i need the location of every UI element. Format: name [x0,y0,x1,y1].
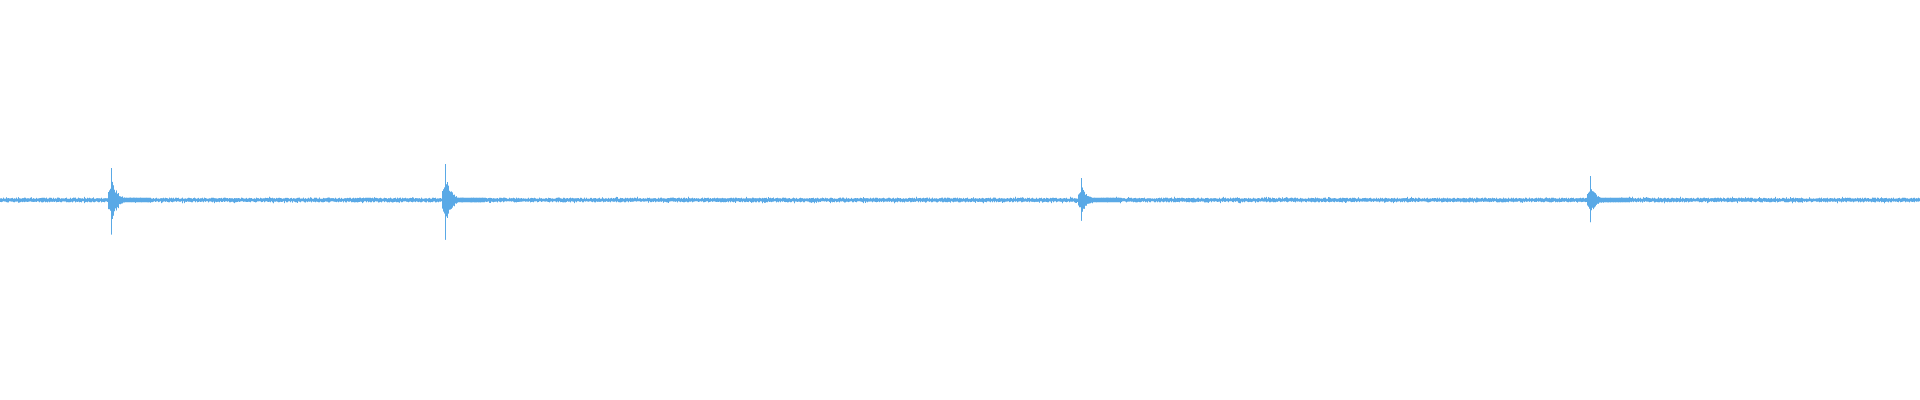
waveform-transient-2 [442,164,485,240]
waveform-body [0,196,1920,204]
waveform-transient-1 [108,168,151,235]
waveform-transient-3 [1078,178,1121,221]
waveform-transients [108,164,1630,240]
waveform-transient-4 [1587,176,1630,223]
waveform-columns [0,196,1920,204]
